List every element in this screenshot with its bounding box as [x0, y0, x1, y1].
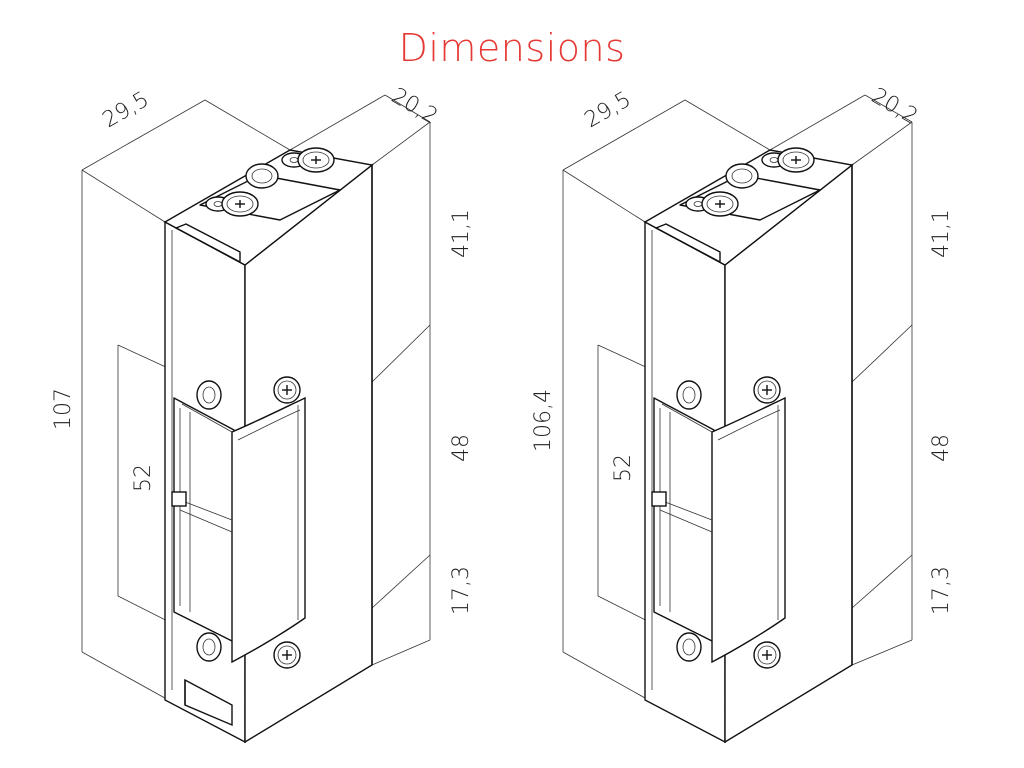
dimension-lines-left	[81, 94, 431, 713]
dim-middle-left: 48	[449, 434, 474, 462]
dim-height-left: 107	[51, 388, 76, 430]
dim-top-right: 41,1	[929, 209, 954, 258]
dim-depth-right: 20,2	[867, 84, 922, 130]
dim-middle-right: 48	[929, 434, 954, 462]
strike-left: 29,5 20,2 107 52 41,1 48 17,3	[51, 84, 474, 742]
dimension-lines-right	[562, 94, 913, 713]
dim-inner-left: 52	[131, 464, 156, 492]
dim-top-left: 41,1	[449, 209, 474, 258]
dim-bottom-right: 17,3	[929, 566, 954, 615]
dim-height-right: 106,4	[531, 389, 556, 452]
dim-width-left: 29,5	[99, 87, 154, 133]
dim-depth-left: 20,2	[387, 84, 442, 130]
dim-inner-right: 52	[611, 454, 636, 482]
page-title: Dimensions	[398, 26, 626, 70]
dim-bottom-left: 17,3	[449, 566, 474, 615]
dim-width-right: 29,5	[581, 87, 636, 133]
strike-right: 29,5 20,2 106,4 52 41,1 48 17,3	[531, 84, 954, 742]
